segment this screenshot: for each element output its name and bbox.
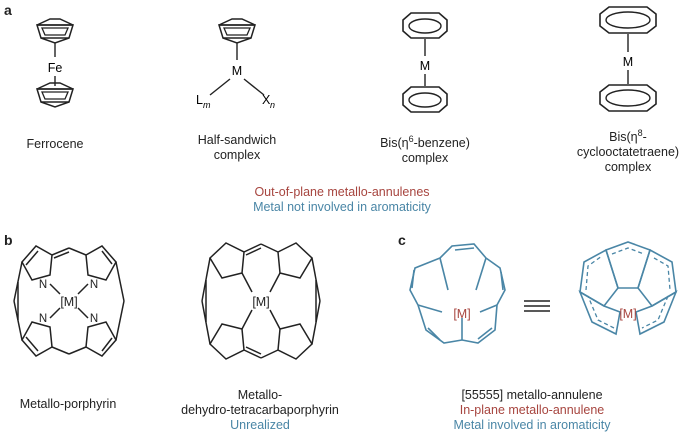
annulene-structure-kekule	[409, 243, 506, 344]
pyrrole-ring-br	[85, 321, 117, 357]
metal-label: M	[420, 59, 430, 73]
bis-cot-structure: M	[599, 6, 657, 112]
panel-label-b: b	[4, 232, 13, 248]
benzene-ring-top	[402, 12, 448, 39]
nitrogen-label-br: N	[90, 313, 98, 325]
caption-tetracarbaporphyrin: Metallo- dehydro-tetracarbaporphyrin Unr…	[181, 388, 339, 432]
ligand-x-subscript: n	[270, 100, 275, 110]
annulene-delocalization-dashes	[585, 247, 671, 329]
fe-atom-label: Fe	[48, 61, 63, 75]
porphyrin-structure	[13, 245, 125, 357]
nitrogen-label-tr: N	[90, 279, 98, 291]
caption-metallo-annulene: [55555] metallo-annulene In-plane metall…	[453, 388, 611, 432]
metal-center-label: [M]	[252, 295, 269, 309]
metal-center-label: [M]	[60, 295, 77, 309]
pyrrole-ring-tr	[85, 245, 117, 281]
cot-ring-bottom	[599, 84, 657, 112]
metal-label: M	[232, 64, 242, 78]
cot-ring-top	[599, 6, 657, 34]
summary-panel-a: Out-of-plane metallo-annulenes Metal not…	[253, 185, 431, 214]
nitrogen-label-tl: N	[39, 279, 47, 291]
cyclopentadiene-ring-tl	[209, 242, 245, 279]
tetracarbaporphyrin-structure	[201, 242, 321, 360]
ligand-x-label: X	[262, 93, 271, 107]
benzene-ring-bottom	[402, 86, 448, 113]
bis-benzene-structure: M	[402, 12, 448, 113]
ligand-l-label: L	[196, 93, 203, 107]
caption-porphyrin: Metallo-porphyrin	[19, 397, 117, 411]
caption-ferrocene: Ferrocene	[26, 137, 84, 151]
cyclopentadiene-ring-br	[277, 323, 313, 360]
cp-ring-top	[36, 18, 74, 44]
pyrrole-ring-bl	[21, 321, 53, 357]
pyrrole-ring-tl	[21, 245, 53, 281]
cp-ring	[218, 18, 256, 44]
cyclopentadiene-ring-bl	[209, 323, 245, 360]
panel-label-a: a	[4, 2, 12, 18]
metal-center-label: [M]	[619, 307, 636, 321]
panel-label-c: c	[398, 232, 406, 248]
equivalence-sign	[524, 300, 550, 312]
nitrogen-label-bl: N	[39, 313, 47, 325]
cp-ring-bottom	[36, 82, 74, 108]
ferrocene-structure: Fe	[36, 18, 74, 108]
caption-half-sandwich: Half-sandwich complex	[197, 133, 277, 162]
caption-bis-benzene: Bis(η6-benzene) complex	[380, 134, 470, 166]
cyclopentadiene-ring-tr	[277, 242, 313, 279]
metal-center-label: [M]	[453, 307, 470, 321]
metal-label: M	[623, 55, 633, 69]
ligand-l-subscript: m	[203, 100, 211, 110]
half-sandwich-structure: M L m X n	[196, 18, 275, 110]
annulene-structure-delocalized	[578, 241, 678, 336]
caption-bis-cot: Bis(η8- cyclooctatetraene) complex	[576, 128, 680, 175]
